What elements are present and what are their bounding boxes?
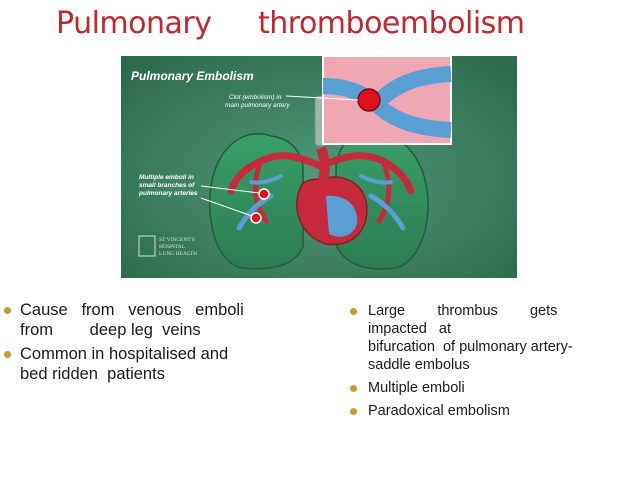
bullet-item-large-thrombus: Large thrombus gets impacted at bifurcat… (348, 302, 596, 374)
title-word-pulmonary: Pulmonary (56, 6, 212, 41)
callout-clot-line1: Clot (embolism) in (229, 94, 282, 101)
bullet-item-common: Common in hospitalised and bed ridden pa… (4, 344, 286, 384)
callout-line-clot (285, 95, 359, 101)
bullet-text-line: bed ridden patients (20, 365, 165, 383)
bullet-dot-icon (350, 408, 357, 415)
bullet-text-line: from deep leg veins (20, 321, 201, 339)
logo-crest-icon (138, 235, 156, 257)
bullet-text-line: Multiple emboli (368, 380, 465, 396)
logo-line2: HOSPITAL (159, 244, 186, 250)
figure-heading: Pulmonary Embolism (131, 69, 254, 83)
bullet-item-cause: Cause from venous emboli from deep leg v… (4, 300, 286, 340)
bullet-text-line: Common in hospitalised and (20, 345, 229, 363)
bullet-text-line: impacted at (368, 321, 452, 337)
bullet-text-line: Cause from venous emboli (20, 301, 244, 319)
right-bullet-column: Large thrombus gets impacted at bifurcat… (348, 302, 596, 425)
pulmonary-embolism-illustration: Pulmonary Embolism Clot (embolism) in ma… (121, 56, 517, 278)
bullet-text-line: bifurcation of pulmonary artery- (368, 339, 573, 355)
aorta (316, 146, 330, 187)
heart-chamber (326, 195, 358, 237)
callout-multiple-line2: small branches of (139, 182, 195, 189)
bullet-item-paradoxical: Paradoxical embolism (348, 402, 596, 420)
bullet-text-line: saddle embolus (368, 357, 470, 373)
bullet-dot-icon (350, 385, 357, 392)
left-bullet-column: Cause from venous emboli from deep leg v… (4, 300, 286, 388)
logo-line3: LUNG HEALTH (159, 251, 197, 257)
logo-line1: ST VINCENT'S (159, 237, 195, 243)
hospital-logo: ST VINCENT'S HOSPITAL LUNG HEALTH (138, 235, 197, 257)
callout-multiple-line1: Multiple emboli in (139, 174, 194, 181)
bullet-dot-icon (4, 351, 11, 358)
callout-multiple-line3: pulmonary arteries (138, 190, 198, 197)
pulmonary-vessels (227, 152, 415, 231)
bullet-item-multiple-emboli: Multiple emboli (348, 379, 596, 397)
small-embolus-1 (258, 188, 270, 200)
callout-clot-line2: main pulmonary artery (225, 102, 290, 109)
callout-line-emboli-2 (200, 197, 253, 217)
bullet-dot-icon (350, 308, 357, 315)
small-embolus-2 (250, 212, 262, 224)
saddle-clot (357, 88, 381, 112)
title-word-thromboembolism: thromboembolism (258, 6, 525, 41)
illustration-svg: Pulmonary Embolism Clot (embolism) in ma… (121, 56, 517, 278)
callout-line-emboli-1 (200, 185, 260, 194)
bullet-text-line: Large thrombus gets (368, 303, 558, 319)
bullet-text-line: Paradoxical embolism (368, 403, 510, 419)
bullet-dot-icon (4, 307, 11, 314)
slide-title: Pulmonary thromboembolism (0, 6, 638, 46)
